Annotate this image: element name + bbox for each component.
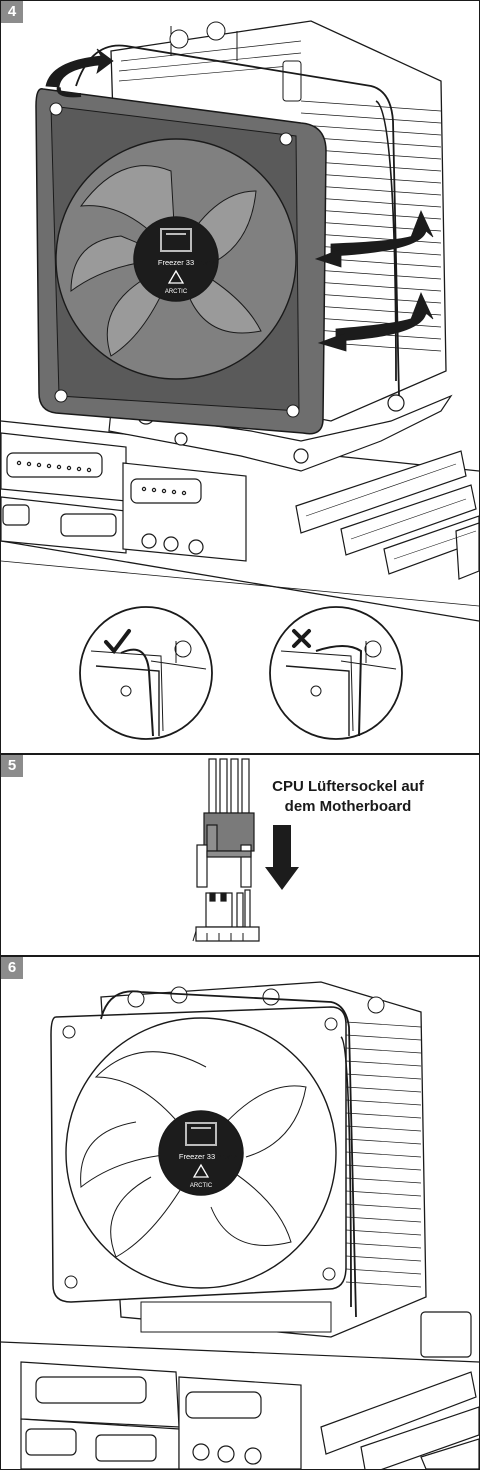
step-6-panel: 6: [0, 956, 480, 1470]
io-ports: [20, 1361, 302, 1469]
fan-badge-edition: PENTA: [218, 1155, 239, 1161]
fan-dark: Freezer 33 PENTA ARCTIC: [35, 88, 327, 435]
step-number-5: 5: [1, 755, 23, 777]
detail-correct: [79, 606, 213, 740]
fan-badge-model: Freezer 33: [158, 258, 194, 267]
fan-badge: [133, 216, 219, 302]
rotation-arrows: [45, 48, 434, 352]
step-5-panel: 5 CPU Lüftersockel a: [0, 754, 480, 956]
motherboard-header: [192, 889, 260, 942]
caption-line-2: dem Motherboard: [284, 798, 412, 815]
pcie-slots: [295, 450, 479, 580]
fan-clips: [100, 990, 357, 1318]
fan-badge-brand: ARCTIC: [165, 289, 188, 295]
step-number-6: 6: [1, 957, 23, 979]
motherboard: [1, 1311, 479, 1469]
connector-illustration: [192, 758, 299, 942]
fan-badge-brand: ARCTIC: [190, 1183, 213, 1189]
cross-icon: [292, 629, 311, 648]
step-number-4: 4: [1, 1, 23, 23]
installed-cooler-illustration: Freezer 33 PENTA ARCTIC: [1, 981, 479, 1469]
io-ports: [1, 432, 247, 562]
fan-badge: [158, 1110, 244, 1196]
check-icon: [104, 629, 131, 655]
cooler-mount-illustration: Freezer 33 PENTA ARCTIC: [1, 20, 479, 740]
fan-badge-edition: PENTA: [196, 261, 217, 267]
fan-badge-model: Freezer 33: [179, 1152, 215, 1161]
detail-wrong: [269, 606, 403, 740]
down-arrow-icon: [265, 825, 299, 890]
fan-white: Freezer 33 PENTA ARCTIC: [50, 1006, 347, 1303]
step-4-panel: 4: [0, 0, 480, 754]
caption-line-1: CPU Lüftersockel auf: [272, 778, 424, 795]
fan-cable: [208, 758, 250, 814]
connector-caption: CPU Lüftersockel auf dem Motherboard: [253, 777, 443, 817]
fan-plug: [196, 812, 255, 888]
